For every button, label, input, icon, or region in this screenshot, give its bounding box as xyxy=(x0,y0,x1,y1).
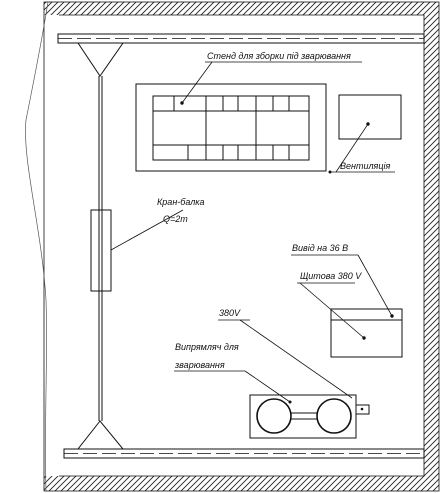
ventilation-unit xyxy=(328,94,402,174)
crane-rail-top xyxy=(57,33,425,44)
wall-right xyxy=(424,2,439,491)
rectifier-coil-left xyxy=(256,398,292,434)
stand-work-area xyxy=(152,95,310,161)
panel-leader-line xyxy=(299,282,365,339)
ventilation-box xyxy=(338,94,402,140)
panel-box xyxy=(330,308,403,358)
crane-capacity-label: Q=2т xyxy=(163,214,188,224)
crane-bottom-trolley xyxy=(76,420,125,450)
ventilation-leader-line xyxy=(335,123,369,173)
wall-inner-outline xyxy=(59,14,425,477)
assembly-stand xyxy=(135,61,362,172)
rectifier-label-line1: Випрямляч для xyxy=(175,342,239,352)
crane-leader-line xyxy=(110,209,184,251)
crane-top-trolley xyxy=(77,42,124,77)
building-walls xyxy=(25,1,440,492)
stand-outer-frame xyxy=(135,83,327,172)
outlet-leader-line xyxy=(357,254,393,317)
rectifier-leader-line xyxy=(244,370,291,403)
rectifier-terminal xyxy=(355,404,370,415)
electrical-panel xyxy=(291,254,403,358)
welding-rectifier xyxy=(174,319,370,439)
open-side-break-line xyxy=(25,1,49,492)
stand-leader-line xyxy=(181,61,213,104)
crane-hoist xyxy=(90,209,112,292)
supply-380v-label: 380V xyxy=(219,308,241,318)
wall-outer-outline xyxy=(43,1,440,492)
outlet-36v-label: Вивід на 36 В xyxy=(292,243,348,253)
rectifier-housing xyxy=(249,394,357,439)
wall-bottom xyxy=(44,476,439,491)
rectifier-label-line2: зварювання xyxy=(174,360,225,370)
crane-rail-bottom xyxy=(63,448,425,459)
crane-beam xyxy=(76,42,184,450)
ventilation-label: Вентиляція xyxy=(340,161,390,171)
assembly-stand-label: Стенд для зборки під зварювання xyxy=(207,51,351,61)
crane-beam-label: Кран-балка xyxy=(157,197,205,207)
panel-380v-label: Щитова 380 V xyxy=(300,271,362,281)
wall-top xyxy=(44,2,439,15)
supply-leader-line xyxy=(239,319,353,399)
rectifier-coil-right xyxy=(316,398,352,434)
